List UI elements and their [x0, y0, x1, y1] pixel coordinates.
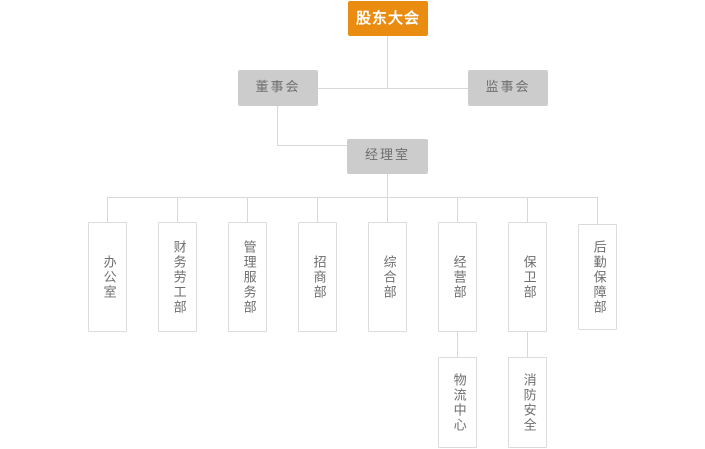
node-label: 董事会	[255, 79, 301, 95]
node-label: 财务劳工部	[170, 239, 186, 315]
node-manager-office[interactable]: 经理室	[347, 139, 428, 174]
connector-drop-dept-5	[387, 197, 388, 222]
connector-drop-dept-3	[247, 197, 248, 222]
node-department-logistics-support[interactable]: 后勤保障部	[578, 224, 617, 330]
node-label: 消防安全	[520, 372, 536, 433]
node-label: 后勤保障部	[590, 239, 606, 315]
node-label: 股东大会	[355, 9, 420, 28]
node-label: 办公室	[100, 254, 116, 300]
node-board-of-supervisors[interactable]: 监事会	[468, 70, 548, 106]
node-subdepartment-logistics-center[interactable]: 物流中心	[438, 357, 477, 448]
connector-drop-dept-8	[597, 197, 598, 224]
node-department-management-service[interactable]: 管理服务部	[228, 222, 267, 332]
connector-level1-horizontal	[318, 88, 468, 89]
node-department-finance-labor[interactable]: 财务劳工部	[158, 222, 197, 332]
connector-board-down	[277, 106, 278, 145]
connector-drop-dept-4	[317, 197, 318, 222]
node-department-investment[interactable]: 招商部	[298, 222, 337, 332]
node-department-security[interactable]: 保卫部	[508, 222, 547, 332]
connector-drop-dept-7	[527, 197, 528, 222]
node-label: 监事会	[485, 79, 531, 95]
node-label: 保卫部	[520, 254, 536, 300]
node-label: 经理室	[364, 148, 410, 164]
node-label: 综合部	[380, 254, 396, 300]
node-board-of-directors[interactable]: 董事会	[238, 70, 318, 106]
connector-root-down	[387, 36, 388, 88]
connector-drop-dept-2	[177, 197, 178, 222]
node-label: 招商部	[310, 254, 326, 300]
connector-manager-down	[387, 174, 388, 198]
connector-security-to-sub	[527, 332, 528, 357]
node-department-general[interactable]: 综合部	[368, 222, 407, 332]
node-label: 管理服务部	[240, 239, 256, 315]
connector-drop-dept-1	[107, 197, 108, 222]
connector-operations-to-sub	[457, 332, 458, 357]
connector-departments-bus	[107, 197, 597, 198]
node-department-operations[interactable]: 经营部	[438, 222, 477, 332]
node-label: 物流中心	[450, 372, 466, 433]
node-shareholders-meeting[interactable]: 股东大会	[348, 1, 428, 36]
connector-board-to-manager	[277, 145, 388, 146]
connector-drop-dept-6	[457, 197, 458, 222]
node-department-office[interactable]: 办公室	[88, 222, 127, 332]
node-label: 经营部	[450, 254, 466, 300]
node-subdepartment-fire-safety[interactable]: 消防安全	[508, 357, 547, 448]
